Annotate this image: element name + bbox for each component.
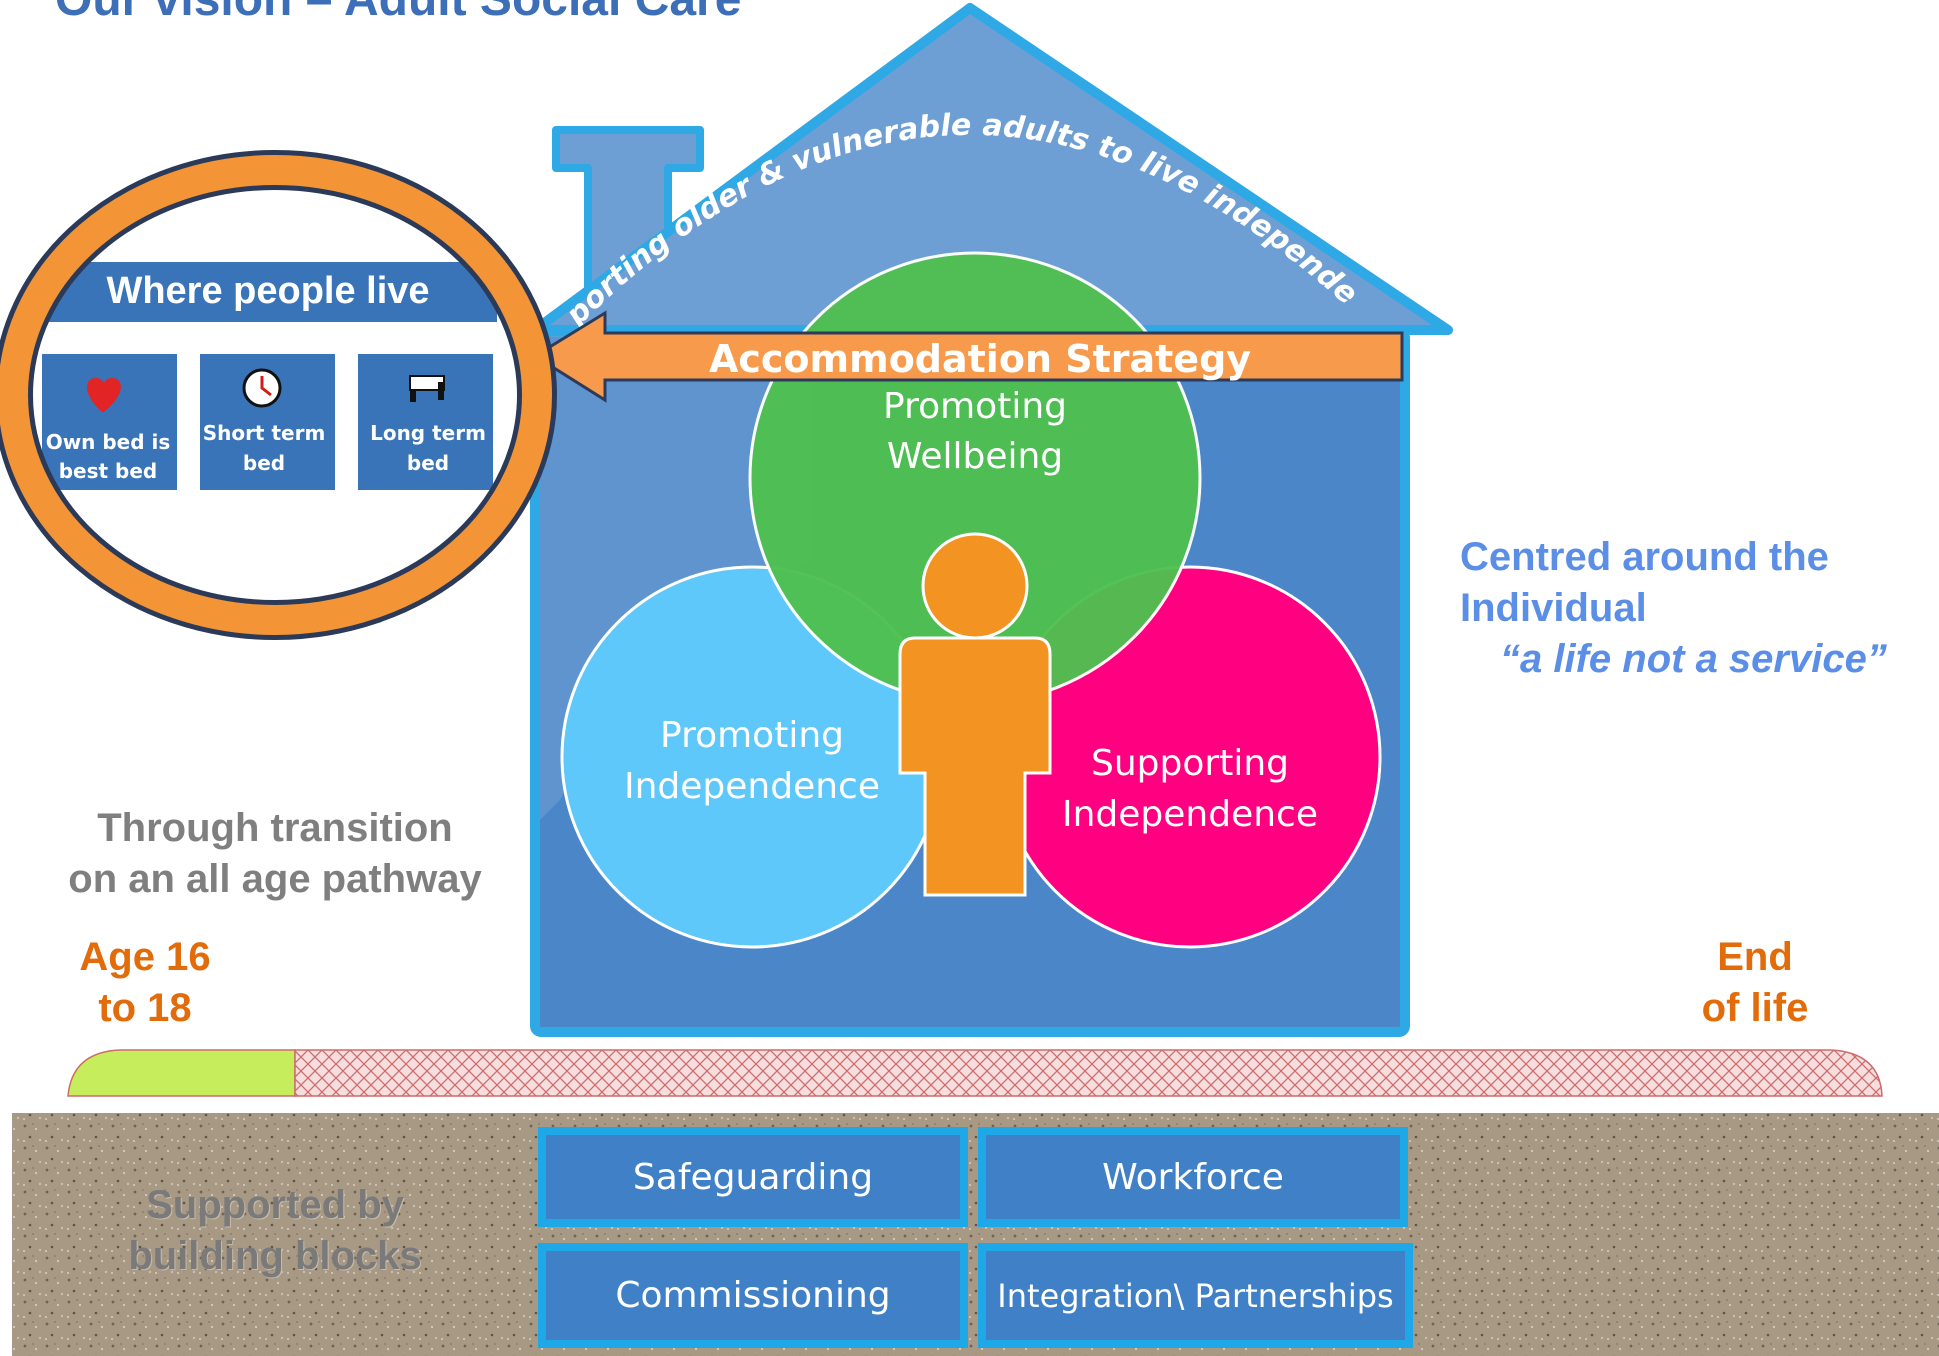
block-safeguarding: Safeguarding bbox=[538, 1127, 968, 1227]
person-icon bbox=[898, 532, 1052, 897]
tile-long-term-line1: Long term bbox=[370, 421, 486, 445]
centred-line1: Centred around the bbox=[1460, 535, 1829, 579]
wellbeing-line2: Wellbeing bbox=[887, 436, 1063, 477]
supporting-independence-line1: Supporting bbox=[1091, 743, 1289, 784]
transition-line1: Through transition bbox=[97, 806, 453, 850]
promoting-independence-line2: Independence bbox=[624, 766, 880, 807]
promoting-independence-line1: Promoting bbox=[660, 715, 844, 756]
tile-short-term-line2: bed bbox=[243, 451, 285, 475]
bed-icon bbox=[409, 375, 445, 402]
accommodation-strategy-label: Accommodation Strategy bbox=[709, 337, 1251, 381]
age-end-line1: End bbox=[1717, 935, 1793, 979]
centred-around-individual: Centred around the Individual “a life no… bbox=[1460, 532, 1887, 685]
end-of-life-label: End of life bbox=[1680, 932, 1830, 1034]
pathway-bar bbox=[67, 1049, 1883, 1097]
age-end-line2: of life bbox=[1701, 986, 1809, 1030]
heart-icon bbox=[86, 378, 121, 412]
tile-long-term-line2: bed bbox=[407, 451, 449, 475]
age-start-line2: to 18 bbox=[98, 986, 192, 1030]
where-people-live-callout bbox=[42, 262, 497, 490]
wellbeing-line1: Promoting bbox=[883, 386, 1067, 427]
supporting-independence-line2: Independence bbox=[1062, 794, 1318, 835]
building-blocks-line2: building blocks bbox=[128, 1234, 422, 1278]
age-start-line1: Age 16 bbox=[79, 935, 211, 979]
accommodation-strategy-arrow bbox=[532, 310, 1404, 403]
centred-quote: “a life not a service” bbox=[1500, 637, 1887, 681]
ground-strip bbox=[12, 1113, 1939, 1356]
where-people-live-heading: Where people live bbox=[106, 270, 429, 312]
tile-own-bed-line2: best bed bbox=[59, 459, 158, 483]
transition-line2: on an all age pathway bbox=[68, 857, 482, 901]
building-blocks-line1: Supported by bbox=[146, 1183, 404, 1227]
block-integration-partnerships: Integration\ Partnerships bbox=[978, 1243, 1413, 1348]
clock-icon bbox=[242, 368, 282, 408]
tile-own-bed-line1: Own bed is bbox=[46, 430, 171, 454]
age-start-label: Age 16 to 18 bbox=[40, 932, 250, 1034]
centred-line2: Individual bbox=[1460, 586, 1647, 630]
transition-text: Through transition on an all age pathway bbox=[50, 803, 500, 905]
block-commissioning: Commissioning bbox=[538, 1243, 968, 1348]
page-title: Our vision – Adult Social Care bbox=[55, 0, 741, 27]
block-workforce: Workforce bbox=[978, 1127, 1408, 1227]
tile-short-term-line1: Short term bbox=[203, 421, 326, 445]
building-blocks-label: Supported by building blocks bbox=[75, 1180, 475, 1282]
